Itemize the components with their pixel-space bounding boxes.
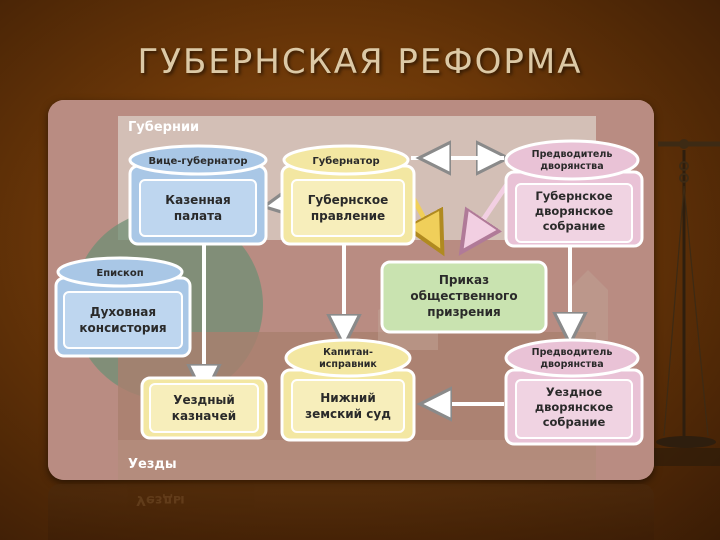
captain-body-2: земский суд <box>305 407 391 421</box>
node-bishop: Епископ Духовная консистория <box>54 256 192 358</box>
node-uezd-treasurer: Уездный казначей <box>140 376 268 440</box>
charity-body-2: общественного <box>410 289 517 303</box>
node-vice-governor: Вице-губернатор Казенная палата <box>128 144 268 246</box>
captain-body-1: Нижний <box>320 391 376 405</box>
marshal-uezd-body-1: Уездное <box>546 385 602 399</box>
marshal-provincial-head-2: дворянства <box>540 161 603 172</box>
charity-body-3: призрения <box>427 305 500 319</box>
governor-head: Губернатор <box>312 155 379 167</box>
captain-head-1: Капитан- <box>323 347 373 358</box>
diagram-panel: Губернии Уезды Вице-губернатор Казенная … <box>48 100 654 480</box>
reflection-text: Уезды <box>136 492 185 507</box>
marshal-uezd-head-1: Предводитель <box>532 347 613 358</box>
marshal-uezd-body-3: собрание <box>543 415 606 429</box>
marshal-provincial-body-1: Губернское <box>535 189 612 203</box>
node-marshal-uezd: Предводитель дворянства Уездное дворянск… <box>504 338 644 446</box>
vice-governor-body-2: палата <box>174 209 222 223</box>
connectors <box>204 158 570 404</box>
node-marshal-provincial: Предводитель дворянства Губернское дворя… <box>504 139 644 248</box>
marshal-uezd-head-2: дворянства <box>540 359 603 370</box>
vice-governor-head: Вице-губернатор <box>148 155 247 167</box>
node-public-charity: Приказ общественного призрения <box>380 260 548 334</box>
vice-governor-body-1: Казенная <box>165 193 230 207</box>
bishop-head: Епископ <box>96 268 143 279</box>
scales-of-justice-icon <box>654 136 720 466</box>
arrow-marshal-to-charity <box>464 178 513 248</box>
charity-body-1: Приказ <box>439 273 489 287</box>
governor-body-2: правление <box>311 209 385 223</box>
level-label-uezds: Уезды <box>128 457 177 472</box>
marshal-provincial-body-3: собрание <box>543 219 606 233</box>
diagram-reflection: Уезды <box>48 484 654 540</box>
bishop-body-1: Духовная <box>90 305 156 319</box>
marshal-provincial-body-2: дворянское <box>535 204 614 218</box>
treasurer-body-1: Уездный <box>173 393 235 407</box>
governor-body-1: Губернское <box>308 193 389 207</box>
marshal-uezd-body-2: дворянское <box>535 400 614 414</box>
bishop-body-2: консистория <box>79 321 166 335</box>
node-governor: Губернатор Губернское правление <box>280 144 416 246</box>
level-label-provinces: Губернии <box>128 120 199 135</box>
slide-title: ГУБЕРНСКАЯ РЕФОРМА <box>137 42 583 82</box>
captain-head-2: исправник <box>319 359 377 370</box>
arrow-governor-to-chamber <box>268 204 280 206</box>
node-captain: Капитан- исправник Нижний земский суд <box>280 338 416 442</box>
treasurer-body-2: казначей <box>172 409 236 423</box>
marshal-provincial-head-1: Предводитель <box>532 149 613 160</box>
